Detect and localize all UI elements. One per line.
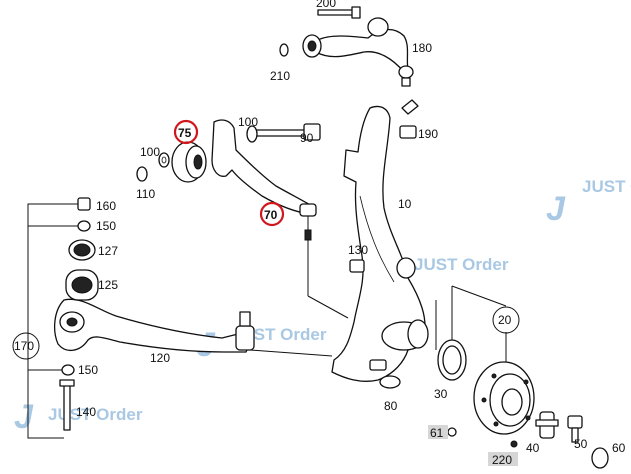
- bolt-40: [535, 411, 559, 439]
- washer-150-bottom: [61, 364, 75, 376]
- washer-150-top: [77, 220, 91, 232]
- part-label-100-right: 100: [238, 115, 258, 129]
- part-label-150-bottom: 150: [78, 363, 98, 377]
- part-label-120: 120: [150, 351, 170, 365]
- part-label-70: 70: [264, 208, 278, 222]
- bushing-125: [65, 269, 99, 301]
- part-label-200: 200: [316, 0, 336, 10]
- bolt-200: [317, 6, 361, 19]
- watermark-text-4: JUST Order: [582, 177, 631, 196]
- nut-130: [349, 259, 365, 273]
- bushing-75: [171, 141, 207, 183]
- part-label-40: 40: [526, 441, 540, 455]
- washer-210: [279, 43, 289, 57]
- watermark-logo-j: J: [546, 190, 566, 228]
- cap-60: [591, 447, 609, 469]
- bushing-127: [68, 239, 96, 261]
- part-label-61: 61: [430, 426, 444, 440]
- steering-knuckle-10: [331, 99, 429, 389]
- part-label-127: 127: [98, 244, 118, 258]
- part-label-150-top: 150: [96, 219, 116, 233]
- highlight-ring-75: [173, 119, 199, 145]
- part-label-170: 170: [14, 339, 34, 353]
- nut-160: [77, 197, 91, 211]
- part-label-90: 90: [300, 131, 314, 145]
- watermark-text-1: JUST Order: [48, 405, 143, 424]
- watermark-text-2: JUST Order: [232, 325, 327, 344]
- part-label-125: 125: [98, 278, 118, 292]
- nut-110: [136, 166, 148, 182]
- washer-100-left: [158, 152, 170, 168]
- highlight-circles: [173, 119, 285, 227]
- lower-control-arm-70: [211, 119, 317, 241]
- part-label-130: 130: [348, 243, 368, 257]
- part-label-100-left: 100: [140, 145, 160, 159]
- seal-30: [437, 339, 467, 381]
- bolt-50: [567, 415, 583, 443]
- part-label-60: 60: [612, 441, 626, 455]
- highlight-ring-70: [259, 201, 285, 227]
- transverse-arm-120: [53, 298, 255, 353]
- part-label-190: 190: [418, 127, 438, 141]
- bolt-140: [59, 379, 75, 431]
- part-label-140: 140: [76, 405, 96, 419]
- part-label-180: 180: [412, 41, 432, 55]
- screw-220: [510, 440, 518, 448]
- screw-61: [447, 427, 457, 437]
- wheel-hub-20: [473, 361, 535, 435]
- part-label-80: 80: [384, 399, 398, 413]
- watermark-group: J JUST Order J JUST Order J JUST Order J…: [14, 177, 631, 436]
- callout-circles: [12, 306, 520, 360]
- watermark-text-3: JUST Order: [414, 255, 509, 274]
- part-label-10: 10: [398, 197, 412, 211]
- part-label-20: 20: [498, 313, 512, 327]
- watermark-logo-j: J: [14, 398, 34, 436]
- part-label-210: 210: [270, 69, 290, 83]
- callout-boxes: [428, 425, 518, 466]
- nut-190: [399, 125, 417, 139]
- part-label-30: 30: [434, 387, 448, 401]
- part-label-75: 75: [178, 126, 192, 140]
- washer-100-right: [246, 125, 258, 143]
- part-labels: 200 180 210 100 90 190 75 100 110 70 10 …: [14, 0, 626, 467]
- bracket-170: [27, 203, 78, 439]
- upper-control-arm: [302, 17, 414, 87]
- leader-lines: [249, 240, 507, 362]
- part-label-50: 50: [574, 437, 588, 451]
- part-label-110: 110: [136, 187, 155, 201]
- part-label-220: 220: [492, 453, 512, 467]
- part-label-160: 160: [96, 199, 116, 213]
